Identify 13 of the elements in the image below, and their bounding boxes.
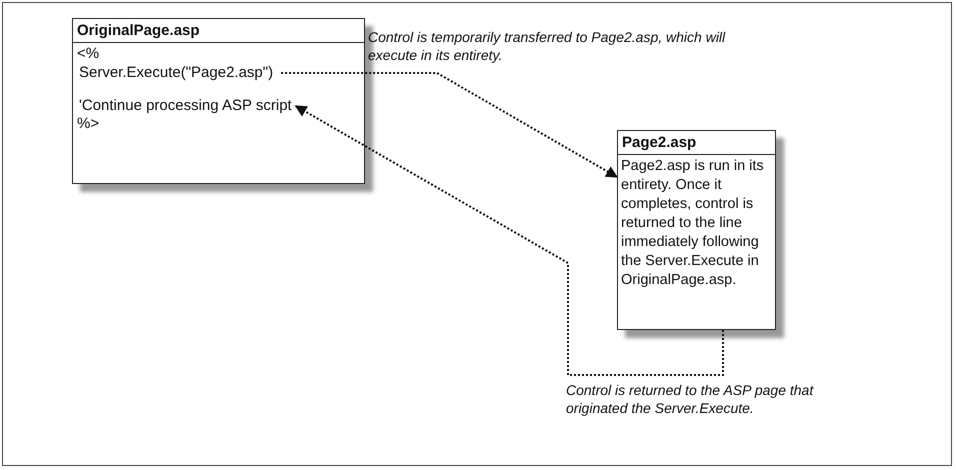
page-title: Page2.asp [618,131,775,155]
code-line: %> [77,115,100,133]
page-title: OriginalPage.asp [73,19,364,43]
description: Page2.asp is run in its entirety. Once it completes, control is returned to the line immediately following the Server.Execute in OriginalPage.asp. [620,157,765,290]
dotted-arrow [281,72,618,178]
code-line: Server.Execute("Page2.asp") [79,64,274,82]
code-line: 'Continue processing ASP script [79,97,292,115]
page-box [72,18,365,184]
edge-label: Control is returned to the ASP page that originated the Server.Execute. [566,381,815,417]
edge-label: Control is temporarily transferred to Page2.asp, which will execute in its entirety. [368,28,726,64]
code-line: <% [77,45,100,63]
dotted-arrow [294,105,724,376]
page-box [617,130,776,330]
